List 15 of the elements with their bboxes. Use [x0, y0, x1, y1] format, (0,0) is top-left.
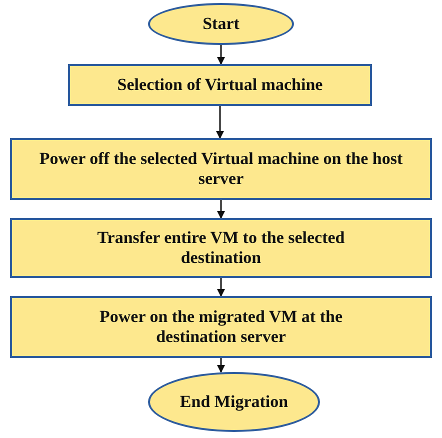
arrow: [217, 358, 225, 373]
node-label: Power on the migrated VM at the destination server: [98, 307, 344, 347]
arrow: [217, 45, 225, 65]
process-box: [10, 218, 432, 278]
arrow: [217, 278, 225, 297]
process-box: [10, 296, 432, 358]
node-label: Selection of Virtual machine: [117, 75, 323, 95]
arrow: [217, 200, 225, 219]
node-label: Start: [202, 14, 240, 34]
process-box: [68, 64, 372, 106]
process-box: [10, 138, 432, 200]
node-label: Transfer entire VM to the selected destination: [96, 228, 346, 268]
arrow: [216, 106, 224, 139]
node-label: Power off the selected Virtual machine on the host server: [38, 149, 404, 189]
node-label: End Migration: [180, 392, 288, 412]
